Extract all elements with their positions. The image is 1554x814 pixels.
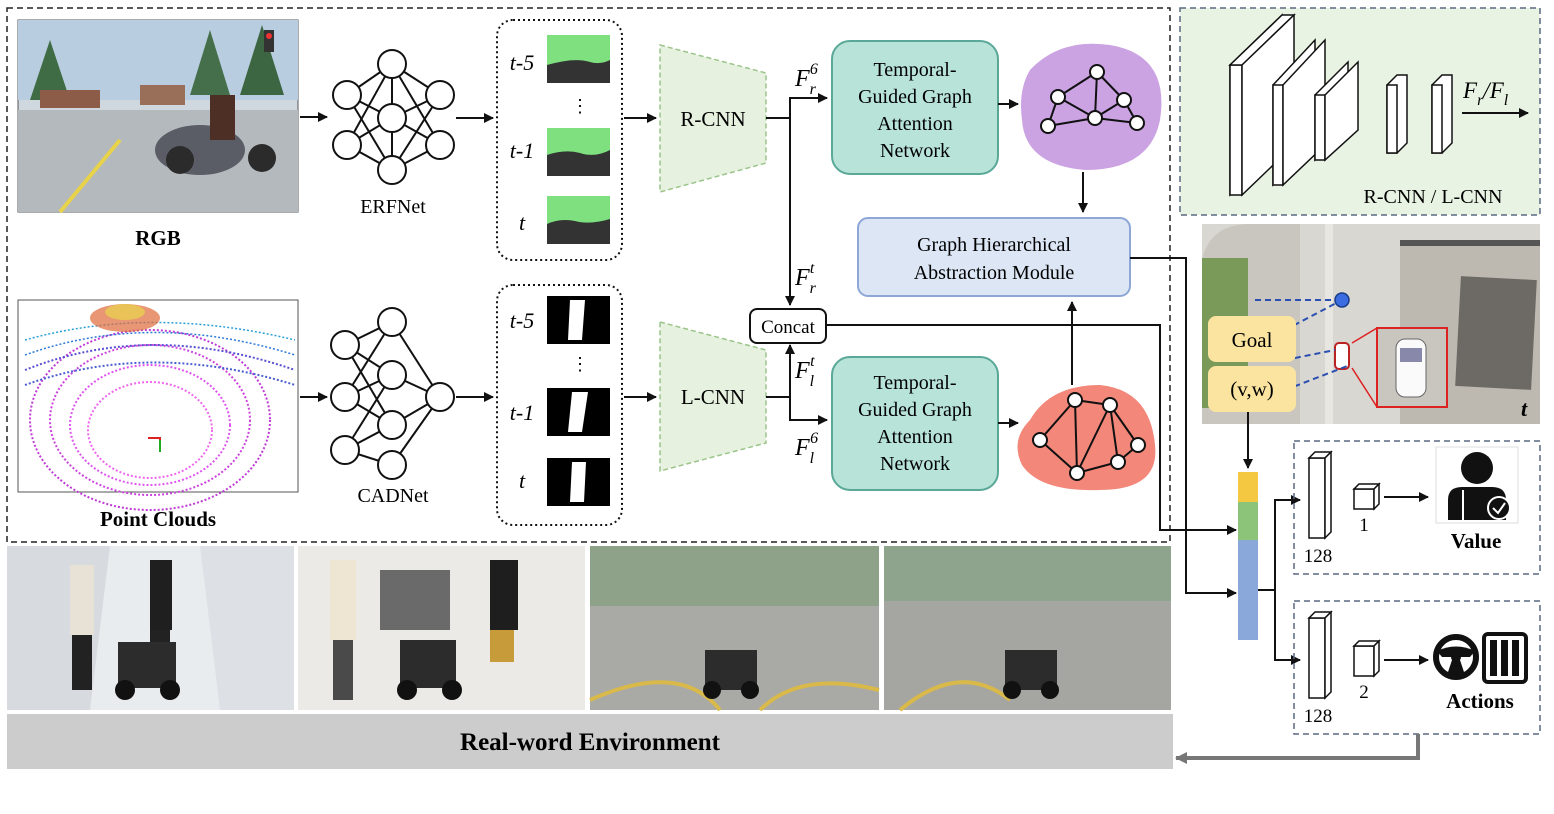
concat-label: Concat [761,317,816,338]
rgb-frame-t1-label: t-1 [510,138,534,163]
tgat-top-box [831,40,999,175]
feature-frt: Frt [794,260,817,297]
feature-vector [1238,472,1258,640]
purple-graph-icon [1021,43,1162,170]
actions-dim: 128 [1304,706,1333,727]
vw-tag [1208,366,1296,412]
arrow-actions-to-environment [1175,734,1420,764]
tgat-top-line1: Temporal- [873,59,956,81]
feature-fl6: Fl6 [794,430,818,467]
actions-out: 2 [1359,682,1369,703]
red-graph-icon [1017,385,1156,491]
pc-seg-t [547,458,610,506]
real-photo-1 [7,546,294,710]
value-out: 1 [1359,515,1369,536]
rgb-frame-t-label: t [519,210,526,235]
rcnn-encoder [659,44,767,193]
point-cloud-image [17,299,299,511]
arrow-ghm-to-vector [1130,257,1237,598]
feature-fr6: Fr6 [794,61,818,98]
arrow-concat-to-vector [826,324,1237,535]
actions-fc-block [1307,610,1333,700]
feature-flt: Flt [794,353,815,390]
erfnet-label: ERFNet [360,196,426,218]
tgat-top-line3: Attention [877,113,953,135]
actions-out-block [1352,639,1381,678]
rgb-frame-dots: ⋮ [571,96,589,116]
erfnet-icon [332,49,455,185]
pc-label: Point Clouds [100,507,216,531]
vw-label: (v,w) [1230,377,1274,401]
rcnn-label: R-CNN [680,107,745,131]
ghm-line2: Abstraction Module [914,262,1075,284]
actions-label: Actions [1446,689,1514,713]
real-photo-2 [298,546,585,710]
ghm-line1: Graph Hierarchical [917,234,1071,256]
pedals-icon [1482,632,1528,684]
pc-frame-t-label: t [519,468,526,493]
rgb-seg-t1 [547,128,610,176]
pc-seg-t5 [547,296,610,344]
rgb-frame-t5-label: t-5 [510,50,534,75]
rgb-frame-stack [496,19,623,261]
goal-tag [1208,316,1296,362]
tgat-bottom-line2: Guided Graph [858,399,972,421]
real-photo-3 [589,546,880,712]
value-icon [1435,446,1519,524]
rgb-label: RGB [135,226,181,250]
arrow-rcnn-to-tgat [766,93,828,119]
ghm-box [857,217,1131,297]
arrow-vector-to-value [1258,495,1301,591]
pc-frame-dots: ⋮ [571,354,589,374]
rgb-image [17,19,299,214]
value-label: Value [1451,529,1502,553]
cnn-inset-blocks [1228,13,1453,197]
tgat-top-line4: Network [880,140,950,162]
real-photo-4 [884,546,1171,712]
pc-seg-t1 [547,388,610,436]
rgb-seg-t [547,196,610,244]
goal-label: Goal [1232,328,1273,352]
tgat-bottom-line1: Temporal- [873,372,956,394]
value-out-block [1352,482,1381,511]
cadnet-label: CADNet [357,485,429,507]
steering-wheel-icon [1433,634,1479,680]
inset-output-label: Fr/Fl [1462,78,1509,109]
rgb-seg-t5 [547,35,610,83]
tgat-bottom-line3: Attention [877,426,953,448]
value-dim: 128 [1304,546,1333,567]
environment-label: Real-word Environment [460,729,721,756]
scene-time-label: t [1521,396,1528,421]
cadnet-icon [330,307,455,480]
arrow-lcnn-to-tgat [766,396,828,425]
inset-caption: R-CNN / L-CNN [1364,186,1503,208]
pc-frame-t1-label: t-1 [510,400,534,425]
value-head-panel [1293,440,1541,575]
lcnn-label: L-CNN [681,385,745,409]
main-dashed-frame [6,7,1171,543]
lcnn-encoder [659,321,767,472]
tgat-bottom-line4: Network [880,453,950,475]
environment-bar [7,714,1173,769]
tgat-top-line2: Guided Graph [858,86,972,108]
value-fc-block [1307,450,1333,540]
pc-frame-stack [496,284,623,526]
arrow-vector-to-actions [1274,590,1301,665]
pc-frame-t5-label: t-5 [510,308,534,333]
